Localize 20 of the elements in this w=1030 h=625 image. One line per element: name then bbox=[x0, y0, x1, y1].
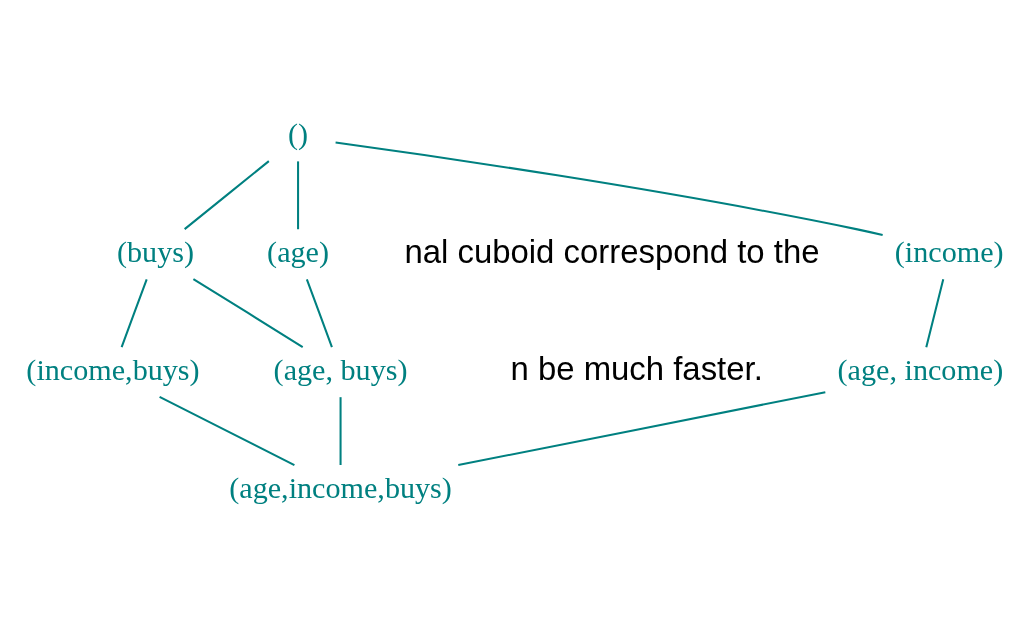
node-text: () bbox=[288, 116, 309, 151]
connector bbox=[925, 278, 945, 347]
connector bbox=[335, 141, 883, 236]
connector bbox=[192, 277, 304, 348]
node-text: (age, income) bbox=[837, 352, 1004, 387]
connector bbox=[458, 390, 826, 466]
label: nal cuboid correspond to the bbox=[404, 232, 820, 270]
node-text: (age, buys) bbox=[273, 352, 408, 387]
node-text: (age,income,buys) bbox=[229, 470, 452, 505]
node-text: (income) bbox=[894, 234, 1004, 269]
connector bbox=[305, 278, 333, 347]
connector bbox=[159, 395, 295, 466]
node-text: (income,buys) bbox=[26, 352, 200, 387]
node-text: (buys) bbox=[116, 234, 194, 269]
connector bbox=[297, 160, 300, 229]
connector bbox=[184, 159, 270, 230]
label: n be much faster. bbox=[510, 349, 763, 387]
node-text: (age) bbox=[267, 234, 330, 269]
connector bbox=[120, 278, 148, 347]
connector bbox=[339, 396, 342, 465]
